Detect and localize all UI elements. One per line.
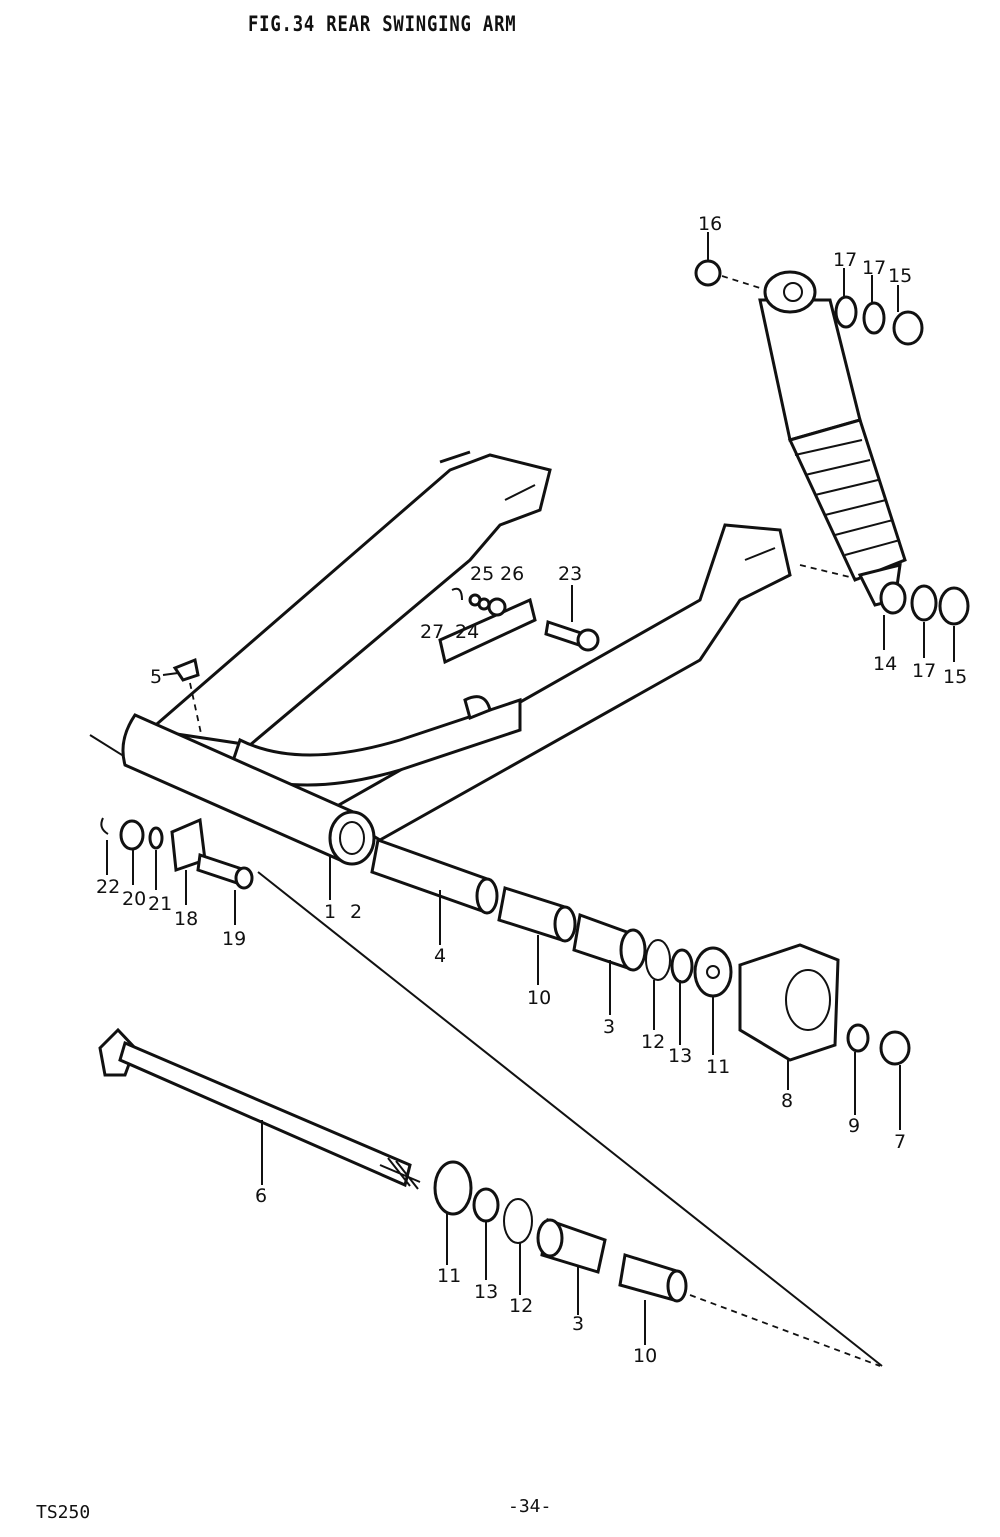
grease-nipple-5 (172, 657, 200, 682)
callout-20: 20 (122, 888, 146, 910)
callout-21: 21 (148, 893, 172, 915)
leader-lines (106, 232, 955, 1345)
callout-10-lower: 10 (633, 1345, 657, 1367)
nut-26 (487, 597, 507, 617)
spacer-4 (370, 837, 492, 915)
swinging-arm (121, 450, 792, 866)
reference-line (257, 871, 883, 1367)
callout-3-upper: 3 (603, 1016, 615, 1038)
nut-15-bottom (938, 586, 970, 626)
callout-11-lower: 11 (437, 1265, 461, 1287)
washer-24 (477, 597, 491, 611)
ring-12-lower (503, 1198, 533, 1244)
callout-2: 2 (350, 901, 362, 923)
clip-22 (100, 817, 109, 835)
nut-15-top (892, 310, 924, 346)
washer-17-top-b (862, 301, 886, 335)
callout-17-top-a: 17 (833, 249, 857, 271)
callout-13-lower: 13 (474, 1281, 498, 1303)
callout-10-upper: 10 (527, 987, 551, 1009)
callout-23: 23 (558, 563, 582, 585)
callout-12-upper: 12 (641, 1031, 665, 1053)
callout-4: 4 (434, 945, 446, 967)
callout-19: 19 (222, 928, 246, 950)
callout-7: 7 (894, 1131, 906, 1153)
callout-25: 25 (470, 563, 494, 585)
ring-12-upper (645, 939, 671, 981)
washer-9 (846, 1023, 870, 1053)
callout-13-upper: 13 (668, 1045, 692, 1067)
model-code: TS250 (36, 1502, 91, 1523)
callout-22: 22 (96, 876, 120, 898)
washer-11-lower (433, 1160, 473, 1216)
callout-14: 14 (873, 653, 897, 675)
callout-9: 9 (848, 1115, 860, 1137)
callout-5: 5 (150, 666, 162, 688)
washer-21 (148, 826, 164, 850)
washer-17-bottom (910, 584, 938, 622)
callout-17-bottom: 17 (912, 660, 936, 682)
page-title: FIG.34 REAR SWINGING ARM (248, 12, 517, 36)
chain-adjuster-8 (738, 943, 840, 1062)
washer-13-lower (472, 1187, 500, 1223)
callout-15-top: 15 (888, 265, 912, 287)
pivot-shaft-6 (98, 1027, 421, 1190)
callout-15-bottom: 15 (943, 666, 967, 688)
callout-17-top-b: 17 (862, 257, 886, 279)
nut-7 (879, 1030, 911, 1066)
washer-13-upper (670, 948, 694, 984)
callout-8: 8 (781, 1090, 793, 1112)
rear-shock-absorber (758, 270, 907, 607)
washer-11-upper (693, 946, 733, 998)
callout-11-upper: 11 (706, 1056, 730, 1078)
callout-16: 16 (698, 213, 722, 235)
callout-12-lower: 12 (509, 1295, 533, 1317)
page-number: -34- (508, 1496, 552, 1517)
callout-3-lower: 3 (572, 1313, 584, 1335)
bushing-14 (879, 581, 907, 615)
callout-18: 18 (174, 908, 198, 930)
callout-24: 24 (455, 621, 479, 643)
callout-1: 1 (324, 901, 336, 923)
cotter-pin-27 (451, 587, 463, 601)
nut-20 (119, 819, 145, 851)
callout-26: 26 (500, 563, 524, 585)
callout-27: 27 (420, 621, 444, 643)
washer-17-top-a (834, 295, 858, 329)
washer-16 (694, 259, 722, 287)
callout-6: 6 (255, 1185, 267, 1207)
